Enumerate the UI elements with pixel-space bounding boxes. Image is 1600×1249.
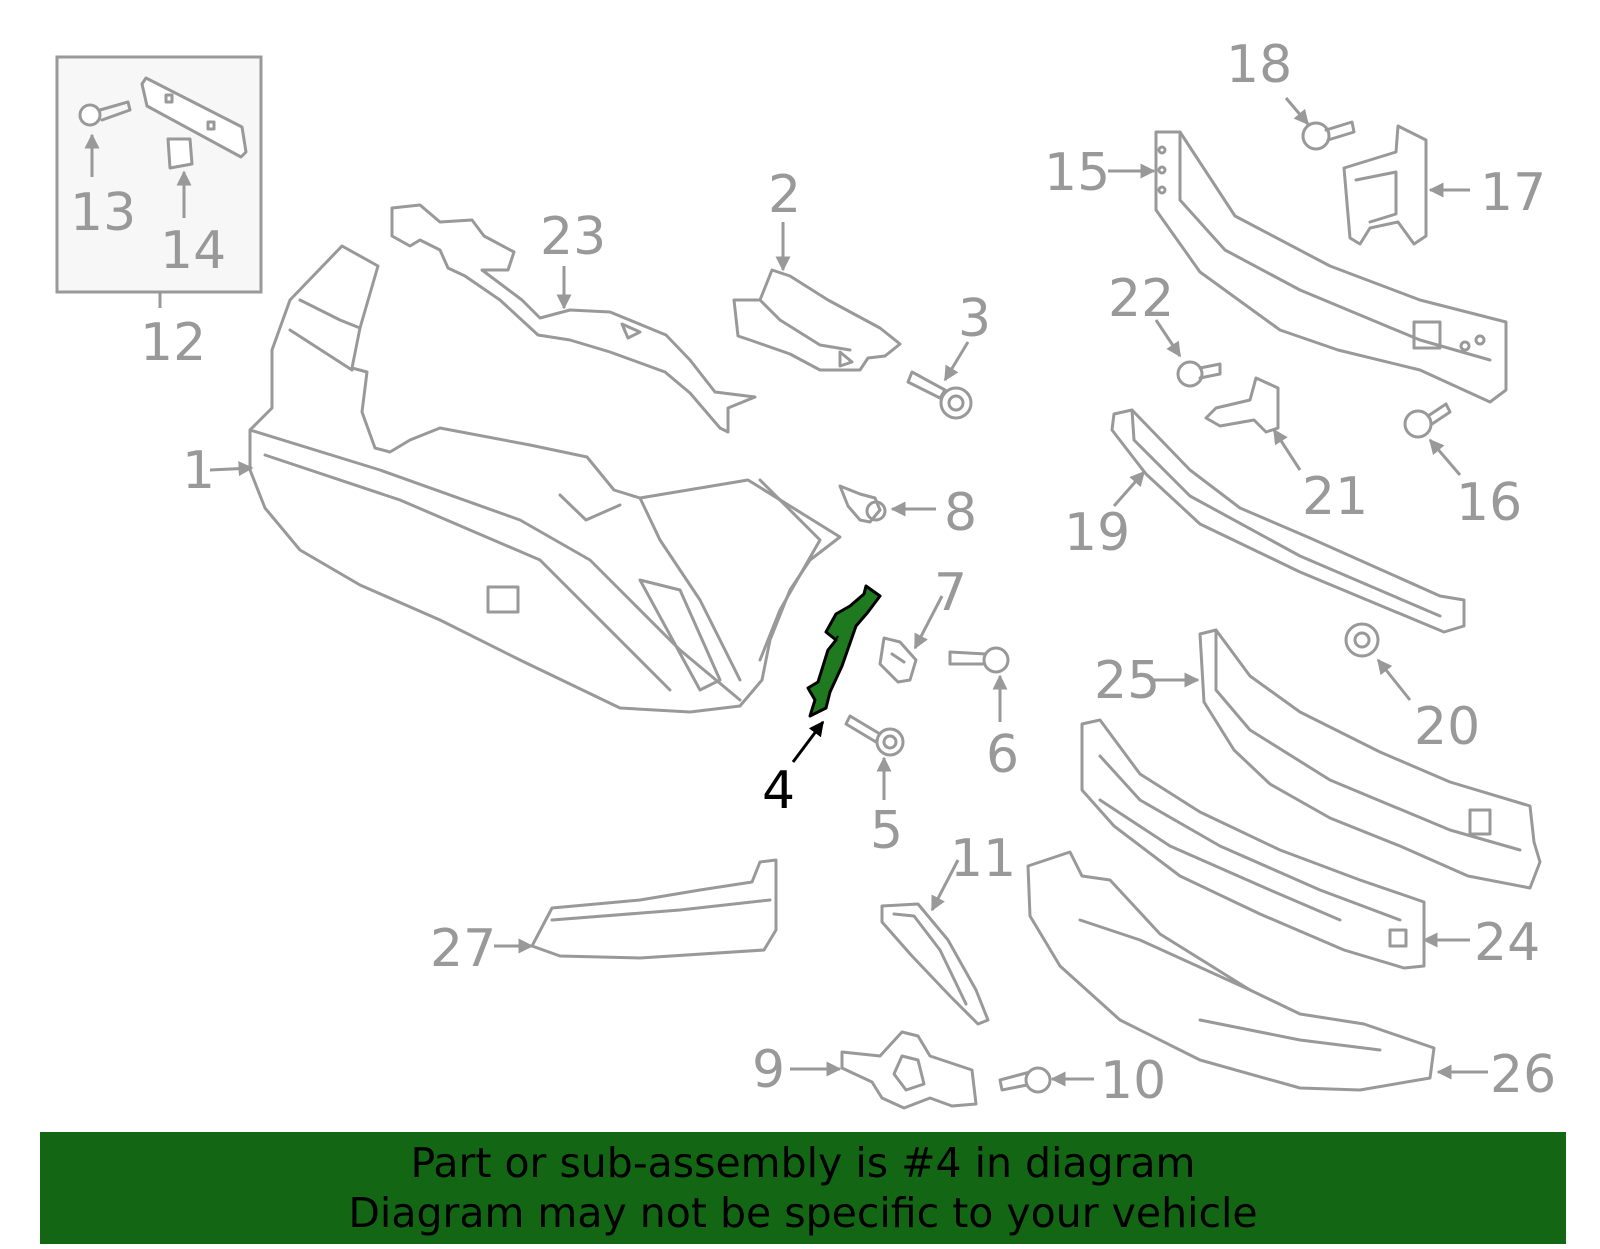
callout-10: 10 [1100,1051,1166,1111]
bolt-part-16 [1403,402,1452,439]
info-banner: Part or sub-assembly is #4 in diagram Di… [40,1132,1566,1244]
callout-23: 23 [540,207,606,267]
bolt-part-18 [1301,120,1356,151]
callout-26: 26 [1490,1045,1556,1105]
nut-part-20 [1344,622,1380,658]
callout-22: 22 [1108,269,1174,329]
screw-part-5 [844,714,905,757]
callout-labels: 1 2 3 4 5 6 7 8 9 10 11 12 13 14 15 16 1… [70,35,1556,1111]
reinforcement-part-15 [1154,130,1508,404]
callout-11: 11 [950,829,1016,889]
clip-part-8 [838,484,887,524]
callout-19: 19 [1064,503,1130,563]
bracket-part-17 [1342,124,1428,246]
callout-20: 20 [1414,697,1480,757]
callout-12: 12 [140,313,206,373]
callout-15: 15 [1044,143,1110,203]
callout-18: 18 [1226,35,1292,95]
callout-17: 17 [1480,163,1546,223]
leader-lines [84,97,1488,1087]
highlighted-bracket-part-4 [806,584,882,718]
bezel-part-27 [530,858,778,960]
callout-14: 14 [160,221,226,281]
absorber-part-19 [1110,408,1466,634]
bracket-part-9 [840,1030,978,1110]
bracket-part-2 [732,268,902,372]
callout-8: 8 [944,483,977,543]
banner-line-2: Diagram may not be specific to your vehi… [348,1189,1258,1237]
callout-4: 4 [762,761,795,821]
bracket-part-21 [1204,376,1280,434]
screw-part-3 [906,370,973,420]
banner-line-1: Part or sub-assembly is #4 in diagram [410,1139,1196,1187]
trim-part-11 [880,902,990,1026]
bumper-cover-part-1 [248,244,842,714]
reinforcement-part-25 [1198,628,1542,890]
callout-7: 7 [934,563,967,623]
callout-25: 25 [1094,651,1160,711]
bracket-part-23 [390,203,757,434]
callout-1: 1 [182,441,215,501]
callout-21: 21 [1302,467,1368,527]
callout-13: 13 [70,183,136,243]
screw-part-10 [998,1066,1052,1094]
callout-3: 3 [958,289,991,349]
callout-2: 2 [768,165,801,225]
callout-24: 24 [1474,913,1540,973]
deflector-part-26 [1026,850,1436,1092]
screw-part-6 [948,646,1010,674]
callout-16: 16 [1456,473,1522,533]
clip-part-7 [878,636,918,684]
bolt-part-22 [1176,360,1222,388]
callout-5: 5 [870,801,903,861]
reinforcement-part-24 [1080,718,1426,970]
callout-9: 9 [752,1040,785,1100]
callout-6: 6 [986,725,1019,785]
callout-27: 27 [430,919,496,979]
